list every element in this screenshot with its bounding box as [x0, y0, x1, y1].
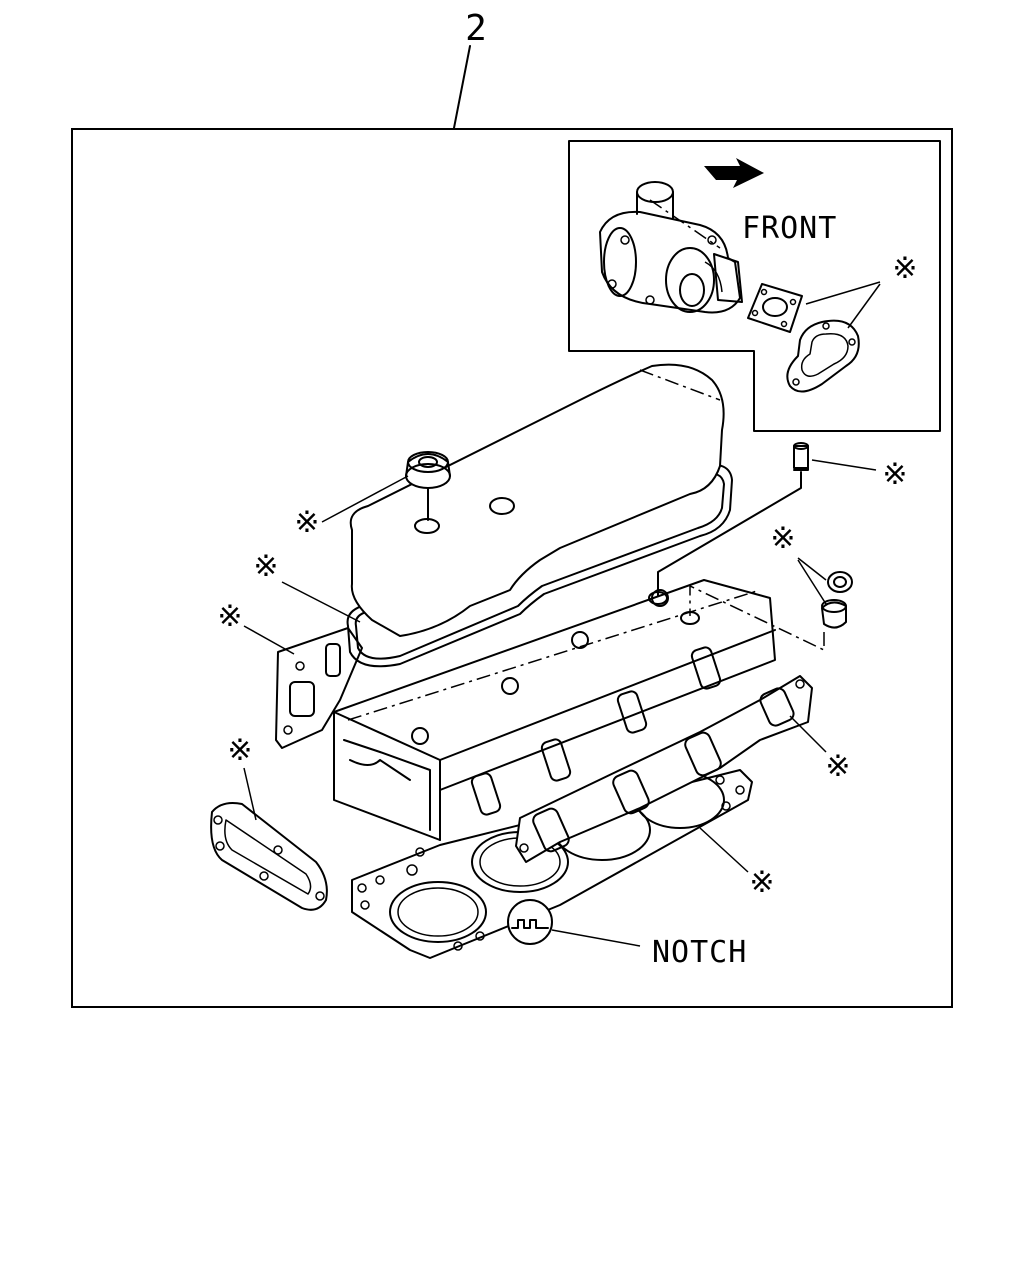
kit-marker-plug: ※: [882, 457, 907, 492]
plug-washer-install-line: [689, 584, 825, 652]
exhaust-manifold-gasket: [515, 675, 813, 863]
kit-marker-plug-washer: ※: [770, 521, 795, 556]
leader-plug: [811, 459, 877, 471]
leader-front-cover: [243, 767, 257, 821]
head-cover: [349, 363, 725, 637]
kit-marker-head-cover-gasket: ※: [253, 549, 278, 584]
kit-frame: [71, 128, 953, 1008]
leader-head-gasket: [699, 827, 749, 873]
kit-marker-filler-seal: ※: [294, 505, 319, 540]
front-cover-gasket: [210, 802, 328, 911]
callout-leader: [453, 45, 471, 129]
head-dowel: [648, 591, 668, 605]
intake-manifold-gasket: [275, 627, 363, 749]
inset-frame: [568, 140, 941, 432]
front-label: FRONT: [742, 211, 837, 246]
plug-with-washer: [821, 571, 853, 629]
small-plug: [793, 442, 809, 471]
leader-plug-washer-a: [797, 557, 827, 581]
leader-turbo-b: [847, 283, 881, 329]
leader-intake: [243, 625, 295, 655]
oil-filler-seal: [405, 451, 451, 521]
callout-number: 2: [465, 8, 487, 49]
leader-head-cover-gasket: [281, 581, 361, 623]
leader-exhaust: [789, 715, 827, 753]
kit-marker-intake: ※: [217, 599, 242, 634]
turbo-outlet-gasket: [786, 319, 860, 393]
kit-marker-exhaust: ※: [825, 749, 850, 784]
cylinder-head: [333, 579, 776, 841]
leader-plug-washer-b: [797, 559, 827, 605]
turbo-flange-gasket: [747, 283, 803, 333]
leader-notch: [551, 929, 641, 947]
head-dowel-2: [680, 611, 700, 625]
front-arrow-icon: [704, 158, 764, 188]
turbocharger: [599, 181, 743, 314]
kit-marker-head-gasket: ※: [749, 865, 774, 900]
notch-label: NOTCH: [652, 935, 747, 970]
kit-marker-turbo: ※: [892, 251, 917, 286]
kit-marker-front-cover: ※: [227, 733, 252, 768]
leader-turbo-a: [805, 281, 881, 305]
plug-install-line: [657, 471, 802, 597]
notch-detail: [507, 899, 553, 945]
leader-filler-seal: [321, 475, 409, 523]
